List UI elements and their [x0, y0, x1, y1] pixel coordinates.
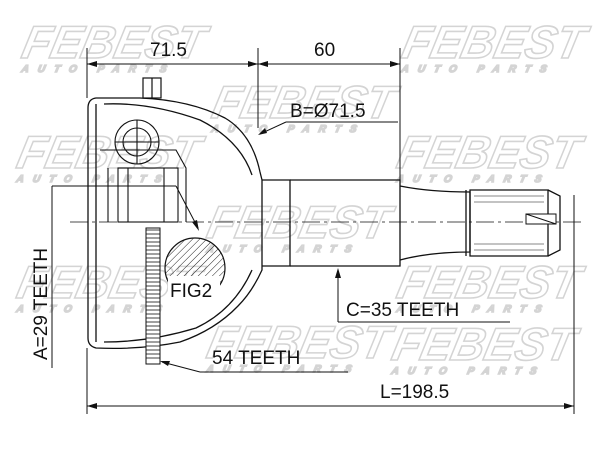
svg-text:FEBEST: FEBEST — [13, 126, 209, 177]
dimension-71-5-label: 71.5 — [150, 40, 187, 61]
watermark-logo: FEBEST AUTO PARTS — [387, 318, 584, 378]
svg-text:AUTO PARTS: AUTO PARTS — [14, 174, 171, 185]
fig2-section — [164, 237, 226, 302]
abs-ring-teeth — [146, 229, 160, 359]
svg-text:AUTO PARTS: AUTO PARTS — [204, 364, 361, 375]
shaft-end-groove — [525, 213, 557, 225]
svg-text:FEBEST: FEBEST — [398, 16, 594, 67]
svg-text:AUTO PARTS: AUTO PARTS — [19, 64, 176, 75]
top-stub — [142, 77, 162, 99]
outer-spline-label: A=29 TEETH — [31, 248, 52, 360]
outer-diameter-label: B=Ø71.5 — [290, 101, 366, 122]
dimension-total-length — [86, 195, 575, 414]
outer-joint-body — [87, 97, 263, 350]
watermark-logo: FEBEST AUTO PARTS — [397, 16, 594, 76]
svg-text:FEBEST: FEBEST — [388, 318, 584, 369]
leader-inner-spline — [335, 268, 510, 323]
leader-outer-diameter — [258, 121, 398, 135]
svg-text:AUTO PARTS: AUTO PARTS — [389, 366, 546, 377]
svg-text:FEBEST: FEBEST — [393, 256, 589, 307]
watermark-logo: FEBEST AUTO PARTS — [392, 126, 589, 186]
total-length-label: L=198.5 — [380, 382, 449, 403]
svg-text:FEBEST: FEBEST — [393, 126, 589, 177]
leader-outer-spline — [51, 185, 199, 368]
svg-text:FEBEST: FEBEST — [203, 316, 399, 367]
svg-text:AUTO PARTS: AUTO PARTS — [204, 244, 361, 255]
dimension-71-5 — [86, 48, 259, 128]
svg-text:AUTO PARTS: AUTO PARTS — [14, 304, 171, 315]
inner-cage — [100, 119, 187, 223]
svg-text:AUTO PARTS: AUTO PARTS — [394, 174, 551, 185]
fig2-label: FIG2 — [170, 281, 212, 302]
svg-text:FEBEST: FEBEST — [208, 76, 404, 127]
dimension-60-label: 60 — [314, 40, 335, 61]
svg-text:AUTO PARTS: AUTO PARTS — [209, 124, 366, 135]
dimension-60 — [258, 48, 401, 182]
watermark-logo: FEBEST AUTO PARTS — [17, 16, 214, 76]
abs-teeth-label: 54 TEETH — [212, 348, 300, 369]
shaft — [262, 179, 561, 267]
watermark-logo: FEBEST AUTO PARTS — [207, 76, 404, 136]
shaft-spline — [474, 195, 544, 251]
svg-text:AUTO PARTS: AUTO PARTS — [399, 64, 556, 75]
svg-text:AUTO PARTS: AUTO PARTS — [394, 304, 551, 315]
watermark-layer: FEBEST AUTO PARTS FEBEST AUTO PARTS FEBE… — [12, 16, 594, 378]
watermark-logo: FEBEST AUTO PARTS — [392, 256, 589, 316]
svg-text:FEBEST: FEBEST — [18, 16, 214, 67]
watermark-logo: FEBEST AUTO PARTS — [202, 196, 399, 256]
inner-spline-label: C=35 TEETH — [346, 300, 459, 321]
watermark-logo: FEBEST AUTO PARTS — [202, 316, 399, 376]
leader-abs-teeth — [160, 361, 348, 373]
abs-ring — [145, 227, 161, 365]
